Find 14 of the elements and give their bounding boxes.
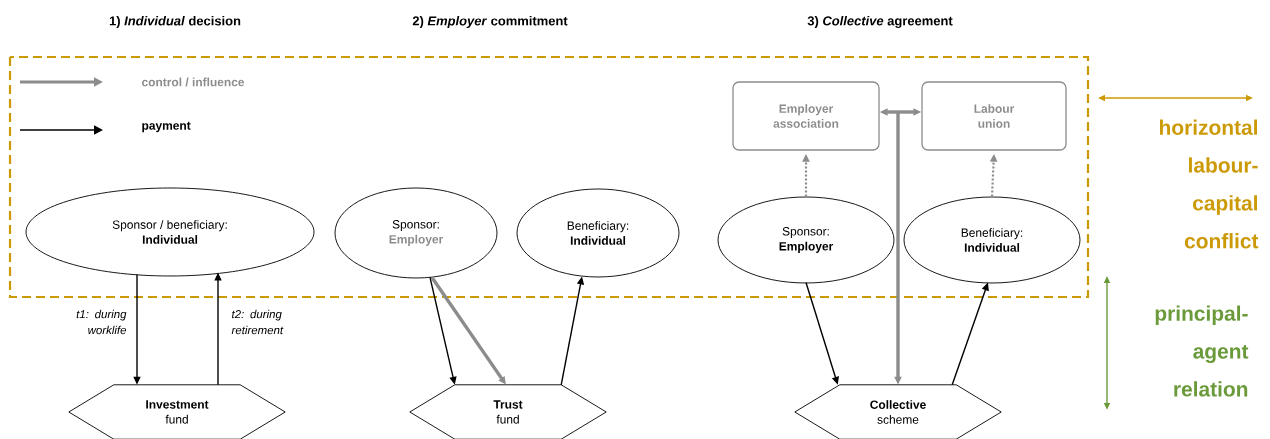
annotation-text: horizontal labour-capital conflict	[1160, 119, 1259, 249]
organisation-box: Employer association	[732, 81, 880, 151]
legend-text: control / influence	[142, 77, 245, 87]
panel-title: 1) Individual decision	[109, 15, 241, 29]
panel-title: 3) Collective agreement	[807, 15, 953, 29]
legend-text: payment	[142, 121, 191, 133]
organisation-box: Labour union	[921, 81, 1067, 151]
fund-hexagon: Trust fund	[409, 384, 607, 439]
edge-label: t2: during retirement	[231, 309, 284, 335]
fund-hexagon: Investment fund	[68, 384, 286, 439]
edge-label: t1: during worklife	[76, 309, 127, 335]
fund-hexagon: Collective scheme	[794, 384, 1002, 439]
annotation-text: principal-agent relation	[1155, 305, 1249, 397]
panel-title: 2) Employer commitment	[412, 15, 568, 29]
